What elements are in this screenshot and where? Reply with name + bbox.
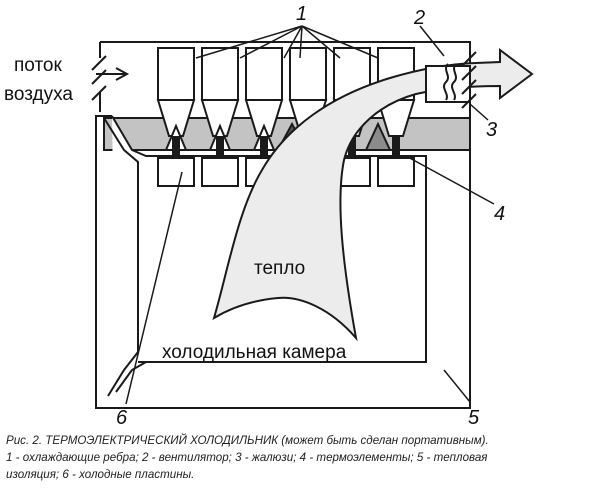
cooling-fin xyxy=(157,47,195,101)
cold-plate xyxy=(157,157,195,187)
figure-caption: Рис. 2. ТЕРМОЭЛЕКТРИЧЕСКИЙ ХОЛОДИЛЬНИК (… xyxy=(6,432,596,483)
fridge-body xyxy=(95,115,471,409)
callout-3: 3 xyxy=(486,119,497,141)
callout-6: 6 xyxy=(116,407,128,429)
caption-line-1: Рис. 2. ТЕРМОЭЛЕКТРИЧЕСКИЙ ХОЛОДИЛЬНИК (… xyxy=(6,434,489,447)
cooling-fin xyxy=(245,47,283,101)
thermo-element xyxy=(156,99,196,137)
cold-chamber-inner xyxy=(103,117,426,397)
callout-5: 5 xyxy=(468,407,480,429)
fan-blade xyxy=(443,63,449,101)
air-flow-label-2: воздуха xyxy=(4,84,73,105)
air-flow-label-1: поток xyxy=(14,55,62,76)
cold-plate xyxy=(377,157,415,187)
thermo-element xyxy=(376,99,416,137)
fan-housing xyxy=(425,65,471,103)
fan-unit xyxy=(425,63,471,103)
louvres xyxy=(461,51,477,109)
thermoelectric-fridge-diagram: поток воздуха тепло холодильная камера 1… xyxy=(4,3,534,429)
thermo-cone xyxy=(364,121,392,151)
caption-line-3: изоляция; 6 - холодные пластины. xyxy=(6,468,195,481)
air-intake-arrow xyxy=(96,67,130,81)
cold-plate xyxy=(201,157,239,187)
cooling-fin xyxy=(201,47,239,101)
callout-2: 2 xyxy=(413,7,425,29)
chamber-label: холодильная камера xyxy=(162,342,347,363)
thermo-element xyxy=(244,99,284,137)
caption-line-2: 1 - охлаждающие ребра; 2 - вентилятор; 3… xyxy=(6,451,488,464)
fan-blade xyxy=(451,63,457,101)
cooling-fin xyxy=(289,47,327,101)
heat-label: тепло xyxy=(254,258,305,279)
intake-louvres xyxy=(91,55,107,101)
callout-1-leaders xyxy=(195,25,379,59)
callout-leaders xyxy=(125,25,495,405)
callout-4: 4 xyxy=(494,203,505,225)
callout-1: 1 xyxy=(296,3,307,25)
thermo-element xyxy=(200,99,240,137)
